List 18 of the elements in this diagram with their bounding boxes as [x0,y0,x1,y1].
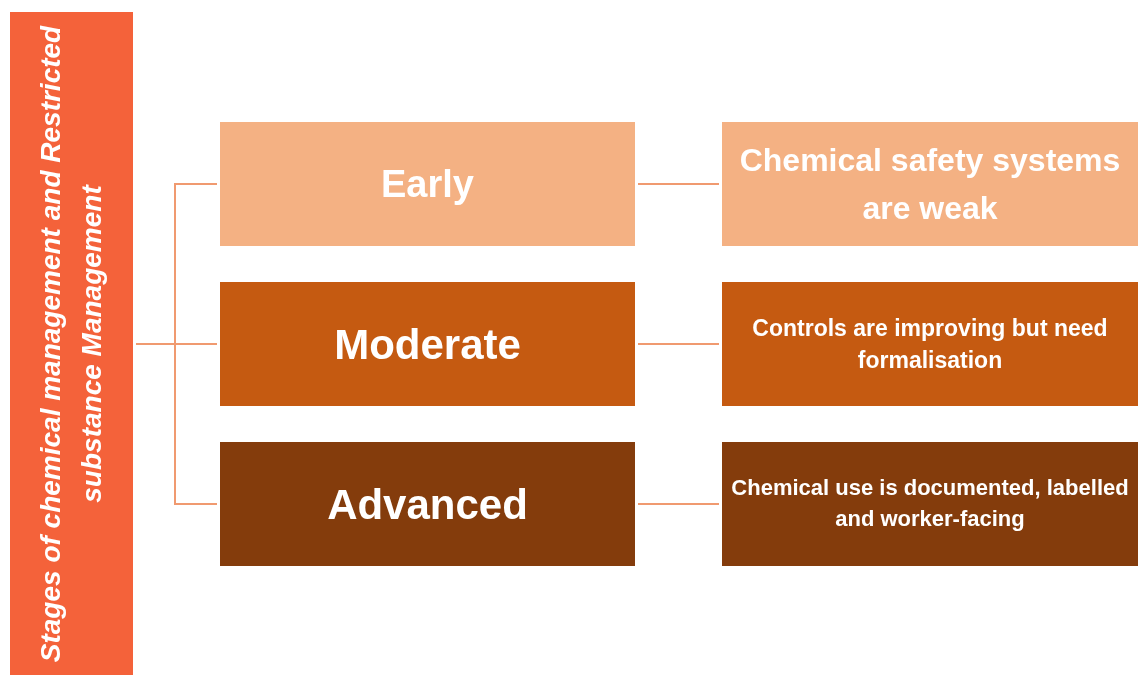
connector-line [135,343,218,505]
description-text: Controls are improving but need formalisation [751,313,1109,375]
connector-line [637,343,720,345]
stage-box [220,282,635,406]
title-bar [10,12,133,675]
stage-label: Early [381,161,474,207]
connector-line [637,183,720,185]
stage-box [220,122,635,246]
stage-label: Moderate [334,319,521,370]
description-box [722,122,1138,246]
vertical-title: Stages of chemical management and Restricted substance Management [33,24,108,664]
connector-line [637,503,720,505]
description-box [722,442,1138,566]
description-box [722,282,1138,406]
stage-box [220,442,635,566]
description-text: Chemical use is documented, labelled and worker-facing [730,474,1130,533]
description-text: Chemical safety systems are weak [738,141,1122,228]
stage-label: Advanced [327,479,528,530]
